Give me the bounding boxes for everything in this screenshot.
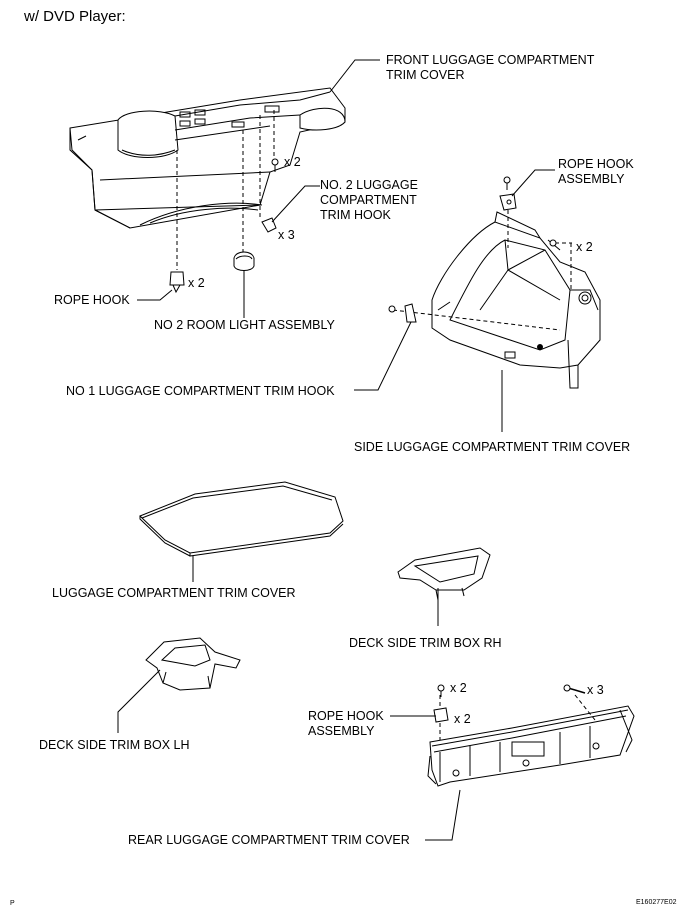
no1-trim-hook-part bbox=[388, 303, 417, 323]
label-no2-trim-hook-line1: NO. 2 LUGGAGE bbox=[320, 178, 418, 192]
label-rope-hook: ROPE HOOK bbox=[54, 293, 130, 307]
footer-left-mark: P bbox=[10, 900, 15, 907]
label-rope-hook-asm-top-line2: ASSEMBLY bbox=[558, 172, 625, 186]
qty-rear-screw-left: x 2 bbox=[450, 681, 467, 695]
label-rope-hook-asm-bottom-line2: ASSEMBLY bbox=[308, 724, 375, 738]
rear-screw-right-part bbox=[563, 684, 586, 694]
label-rope-hook-asm-top-line1: ROPE HOOK bbox=[558, 157, 634, 171]
label-deck-box-lh: DECK SIDE TRIM BOX LH bbox=[39, 738, 190, 752]
rear-trim-cover-leader bbox=[425, 789, 461, 841]
qty-rear-hook: x 2 bbox=[454, 712, 471, 726]
label-no2-room-light: NO 2 ROOM LIGHT ASSEMBLY bbox=[154, 318, 335, 332]
qty-no2-hook-clip: x 3 bbox=[278, 228, 295, 242]
qty-front-screw: x 2 bbox=[284, 155, 301, 169]
label-luggage-trim-cover: LUGGAGE COMPARTMENT TRIM COVER bbox=[52, 586, 296, 600]
side-trim-cover-part bbox=[431, 211, 601, 389]
qty-side-screw: x 2 bbox=[576, 240, 593, 254]
label-no2-trim-hook-line2: COMPARTMENT bbox=[320, 193, 417, 207]
deck-box-rh-part bbox=[397, 547, 491, 601]
diagram-header-title: w/ DVD Player: bbox=[24, 8, 126, 25]
label-deck-box-rh: DECK SIDE TRIM BOX RH bbox=[349, 636, 502, 650]
rear-rope-hook-asm-part bbox=[433, 707, 449, 723]
room-light-part bbox=[233, 251, 255, 271]
side-dashed-guides bbox=[392, 210, 572, 331]
front-trim-leader bbox=[329, 59, 380, 93]
side-rope-hook-asm-leader bbox=[511, 169, 555, 197]
side-screw-part bbox=[549, 239, 557, 247]
rear-screw-left-part bbox=[437, 684, 445, 697]
qty-rear-screw-right: x 3 bbox=[587, 683, 604, 697]
label-no2-trim-hook-line3: TRIM HOOK bbox=[320, 208, 391, 222]
label-front-trim-cover-line1: FRONT LUGGAGE COMPARTMENT bbox=[386, 53, 595, 67]
rope-hook-part bbox=[169, 271, 185, 294]
front-dashed-guides bbox=[176, 110, 275, 270]
rope-hook-leader bbox=[137, 289, 173, 301]
label-rear-trim-cover: REAR LUGGAGE COMPARTMENT TRIM COVER bbox=[128, 833, 410, 847]
label-side-trim-cover: SIDE LUGGAGE COMPARTMENT TRIM COVER bbox=[354, 440, 631, 454]
label-rope-hook-asm-bottom-line1: ROPE HOOK bbox=[308, 709, 384, 723]
no1-trim-hook-leader bbox=[354, 321, 412, 391]
no2-trim-hook-leader bbox=[271, 185, 320, 223]
deck-box-lh-leader bbox=[117, 669, 161, 733]
rear-trim-cover-part bbox=[427, 705, 635, 787]
label-no1-trim-hook: NO 1 LUGGAGE COMPARTMENT TRIM HOOK bbox=[66, 384, 335, 398]
side-rope-hook-asm-part bbox=[499, 176, 517, 211]
deck-box-lh-part bbox=[145, 637, 241, 691]
label-front-trim-cover-line2: TRIM COVER bbox=[386, 68, 465, 82]
luggage-mat-part bbox=[139, 481, 344, 557]
front-screw-part bbox=[271, 158, 279, 172]
footer-figure-id: E160277E02 bbox=[636, 899, 677, 906]
front-luggage-trim-cover-part bbox=[69, 87, 346, 229]
qty-rope-hook: x 2 bbox=[188, 276, 205, 290]
